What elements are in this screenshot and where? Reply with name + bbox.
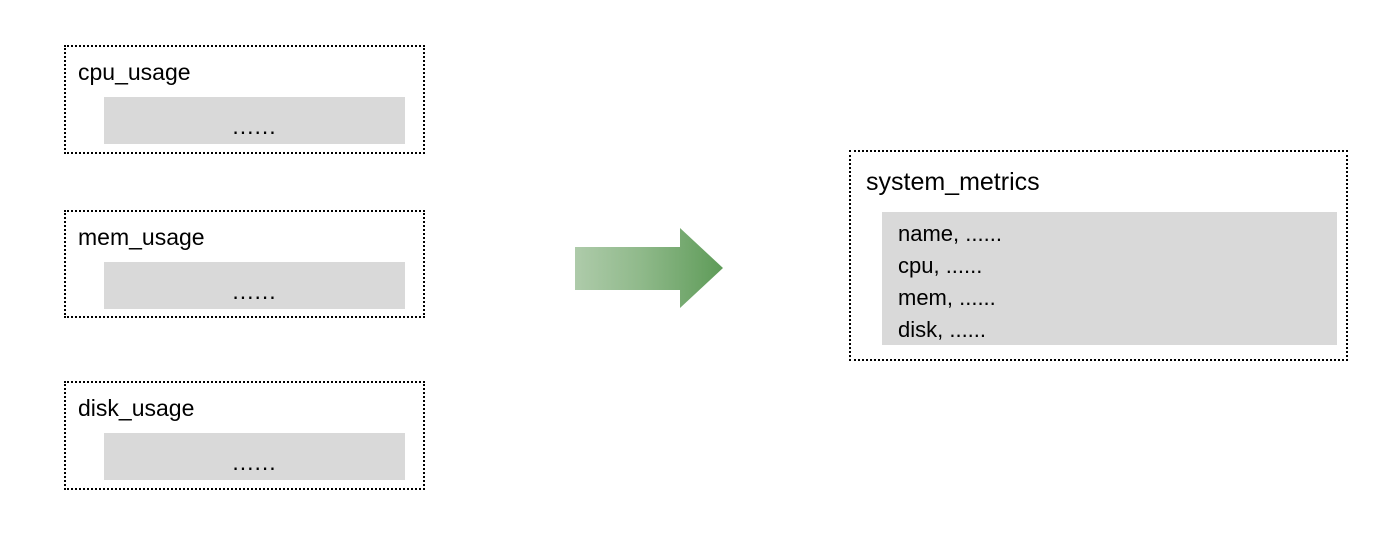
target-table-body: name, ...... cpu, ...... mem, ...... dis… [882,212,1337,345]
source-table-body: ...... [104,262,405,309]
target-table-title: system_metrics [866,168,1040,196]
source-table-disk-usage: disk_usage ...... [64,381,425,490]
target-table-row: name, ...... [898,221,1002,246]
source-table-mem-usage: mem_usage ...... [64,210,425,318]
target-table-row: mem, ...... [898,285,996,310]
ellipsis-text: ...... [232,113,277,139]
source-table-title: disk_usage [78,395,195,421]
right-arrow-icon [575,228,723,308]
target-table-row: disk, ...... [898,317,987,342]
ellipsis-text: ...... [232,278,277,304]
source-table-title: cpu_usage [78,59,191,85]
source-table-body: ...... [104,433,405,480]
ellipsis-text: ...... [232,449,277,475]
target-table-row: cpu, ...... [898,253,983,278]
target-table-system-metrics: system_metrics name, ...... cpu, ...... … [849,150,1348,361]
source-table-cpu-usage: cpu_usage ...... [64,45,425,154]
source-table-title: mem_usage [78,224,205,250]
source-table-body: ...... [104,97,405,144]
